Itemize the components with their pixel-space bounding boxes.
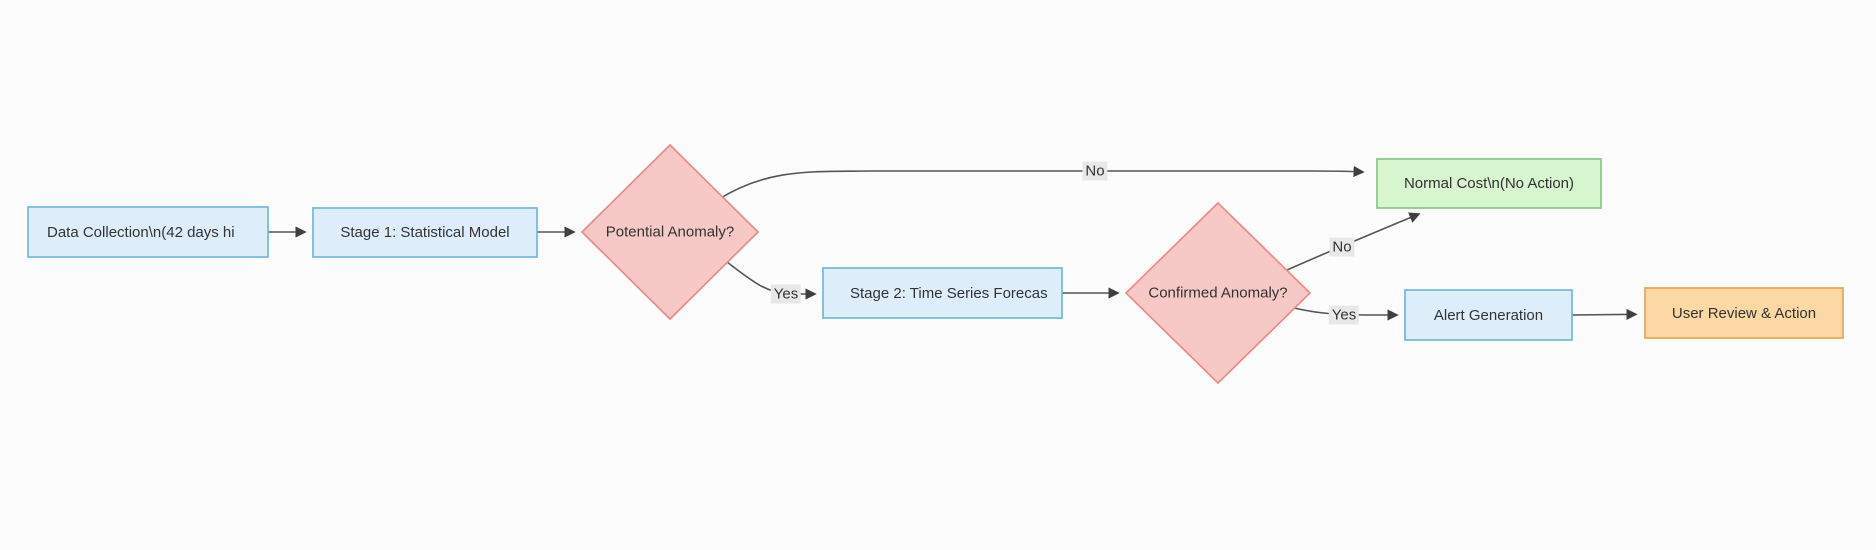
- edge-label-potential-no: No: [1082, 161, 1108, 181]
- node-normal-cost-shape: [1376, 158, 1602, 209]
- edge-potential-no: [718, 165, 1365, 200]
- node-potential-anomaly-shape: [580, 143, 760, 321]
- node-data-collection-shape: [27, 206, 269, 258]
- edge-label-confirmed-yes: Yes: [1328, 305, 1360, 325]
- node-alert-generation-shape: [1404, 289, 1573, 341]
- node-data-collection-label: Data Collection\n(42 days hi: [47, 223, 235, 241]
- node-user-review-label: User Review & Action: [1671, 304, 1817, 322]
- node-stage1-label: Stage 1: Statistical Model: [340, 224, 510, 241]
- node-stage2-shape: [822, 267, 1063, 319]
- edge-label-potential-yes: Yes: [770, 284, 802, 304]
- node-normal-cost-label: Normal Cost\n(No Action): [1403, 175, 1575, 192]
- node-stage1-shape: [312, 207, 538, 258]
- node-confirmed-anomaly-shape: [1124, 201, 1312, 385]
- node-potential-anomaly-label: Potential Anomaly?: [605, 223, 735, 241]
- node-confirmed-anomaly-label: Confirmed Anomaly?: [1148, 284, 1288, 302]
- edge-alert-to-review: [1571, 308, 1638, 321]
- node-alert-generation-label: Alert Generation: [1433, 306, 1544, 324]
- edge-label-confirmed-no: No: [1329, 237, 1355, 257]
- node-stage2-label: Stage 2: Time Series Forecas: [850, 284, 1048, 302]
- node-user-review-shape: [1644, 287, 1844, 339]
